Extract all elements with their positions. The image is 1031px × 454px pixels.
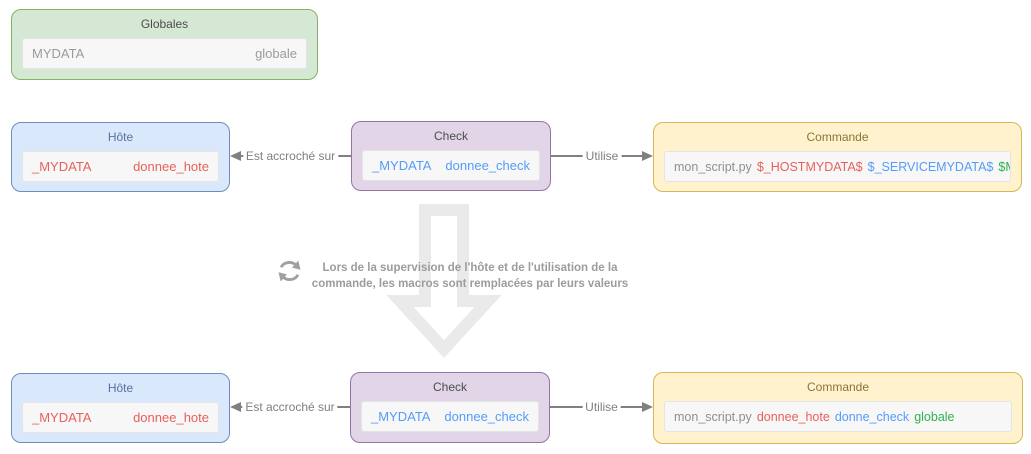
globals-box-title: Globales [140,17,189,31]
edge-label: Utilise [582,400,621,414]
globals-box: Globales MYDATA globale [11,9,318,80]
arrow-left-icon [230,151,241,161]
edge-check-to-command: Utilise [551,146,653,166]
check-box-after: Check _MYDATA donnee_check [350,372,550,443]
check-box-title: Check [432,380,467,394]
command-token: globale [914,409,955,424]
edge-label: Est accroché sur [242,400,338,414]
transition-caption: Lors de la supervision de l'hôte et de l… [300,261,640,292]
command-box-title: Commande [806,380,870,394]
edge-label: Utilise [582,149,622,163]
command-box-after: Commande mon_script.py donnee_hote donne_c… [653,372,1023,444]
command-token: $_SERVICEMYDATA$ [867,159,994,174]
check-box-before: Check _MYDATA donnee_check [351,121,551,191]
edge-check-to-host: Est accroché sur [230,146,351,166]
edge-check-to-command: Utilise [550,397,653,417]
command-box-before: Commande mon_script.py $_HOSTMYDATA$ $_SER… [653,122,1022,192]
edge-check-to-host: Est accroché sur [230,397,350,417]
host-box-after: Hôte _MYDATA donnee_hote [11,373,230,443]
variable-value: donnee_hote [133,159,209,174]
transition-caption-line2: commande, les macros sont remplacées par… [311,277,629,290]
variable-name: _MYDATA [32,410,92,425]
command-box-title: Commande [806,130,869,144]
arrow-right-icon [642,402,653,412]
arrow-right-icon [642,151,653,161]
globals-variable-row: MYDATA globale [22,38,307,69]
command-token: mon_script.py [674,159,752,174]
check-variable-row: _MYDATA donnee_check [362,150,540,181]
command-token: $_HOSTMYDATA$ [756,159,863,174]
check-variable-row: _MYDATA donnee_check [361,401,539,432]
host-box-title: Hôte [107,130,134,144]
command-line-row: mon_script.py donnee_hote donne_check globa… [664,401,1012,432]
down-arrow-icon [386,204,502,358]
variable-name: _MYDATA [32,159,92,174]
host-box-title: Hôte [107,381,134,395]
variable-value: donnee_check [445,158,530,173]
variable-name: MYDATA [32,46,85,61]
command-line-row: mon_script.py $_HOSTMYDATA$ $_SERVICEMYDAT… [664,151,1011,182]
sync-icon [278,260,301,282]
transition-caption-line1: Lors de la supervision de l'hôte et de l… [322,262,618,274]
edge-label: Est accroché sur [242,149,339,163]
host-box-before: Hôte _MYDATA donnee_hote [11,122,230,192]
variable-value: donnee_hote [133,410,209,425]
host-variable-row: _MYDATA donnee_hote [22,151,219,182]
check-box-title: Check [433,129,468,143]
command-token: donne_check [834,409,910,424]
arrow-left-icon [230,402,241,412]
variable-value: donnee_check [444,409,529,424]
command-token: mon_script.py [674,409,752,424]
command-token: $MYDATA$ [998,159,1010,174]
variable-name: _MYDATA [371,409,431,424]
host-variable-row: _MYDATA donnee_hote [22,402,219,433]
variable-name: _MYDATA [372,158,432,173]
command-token: donnee_hote [756,409,830,424]
variable-value: globale [255,46,297,61]
